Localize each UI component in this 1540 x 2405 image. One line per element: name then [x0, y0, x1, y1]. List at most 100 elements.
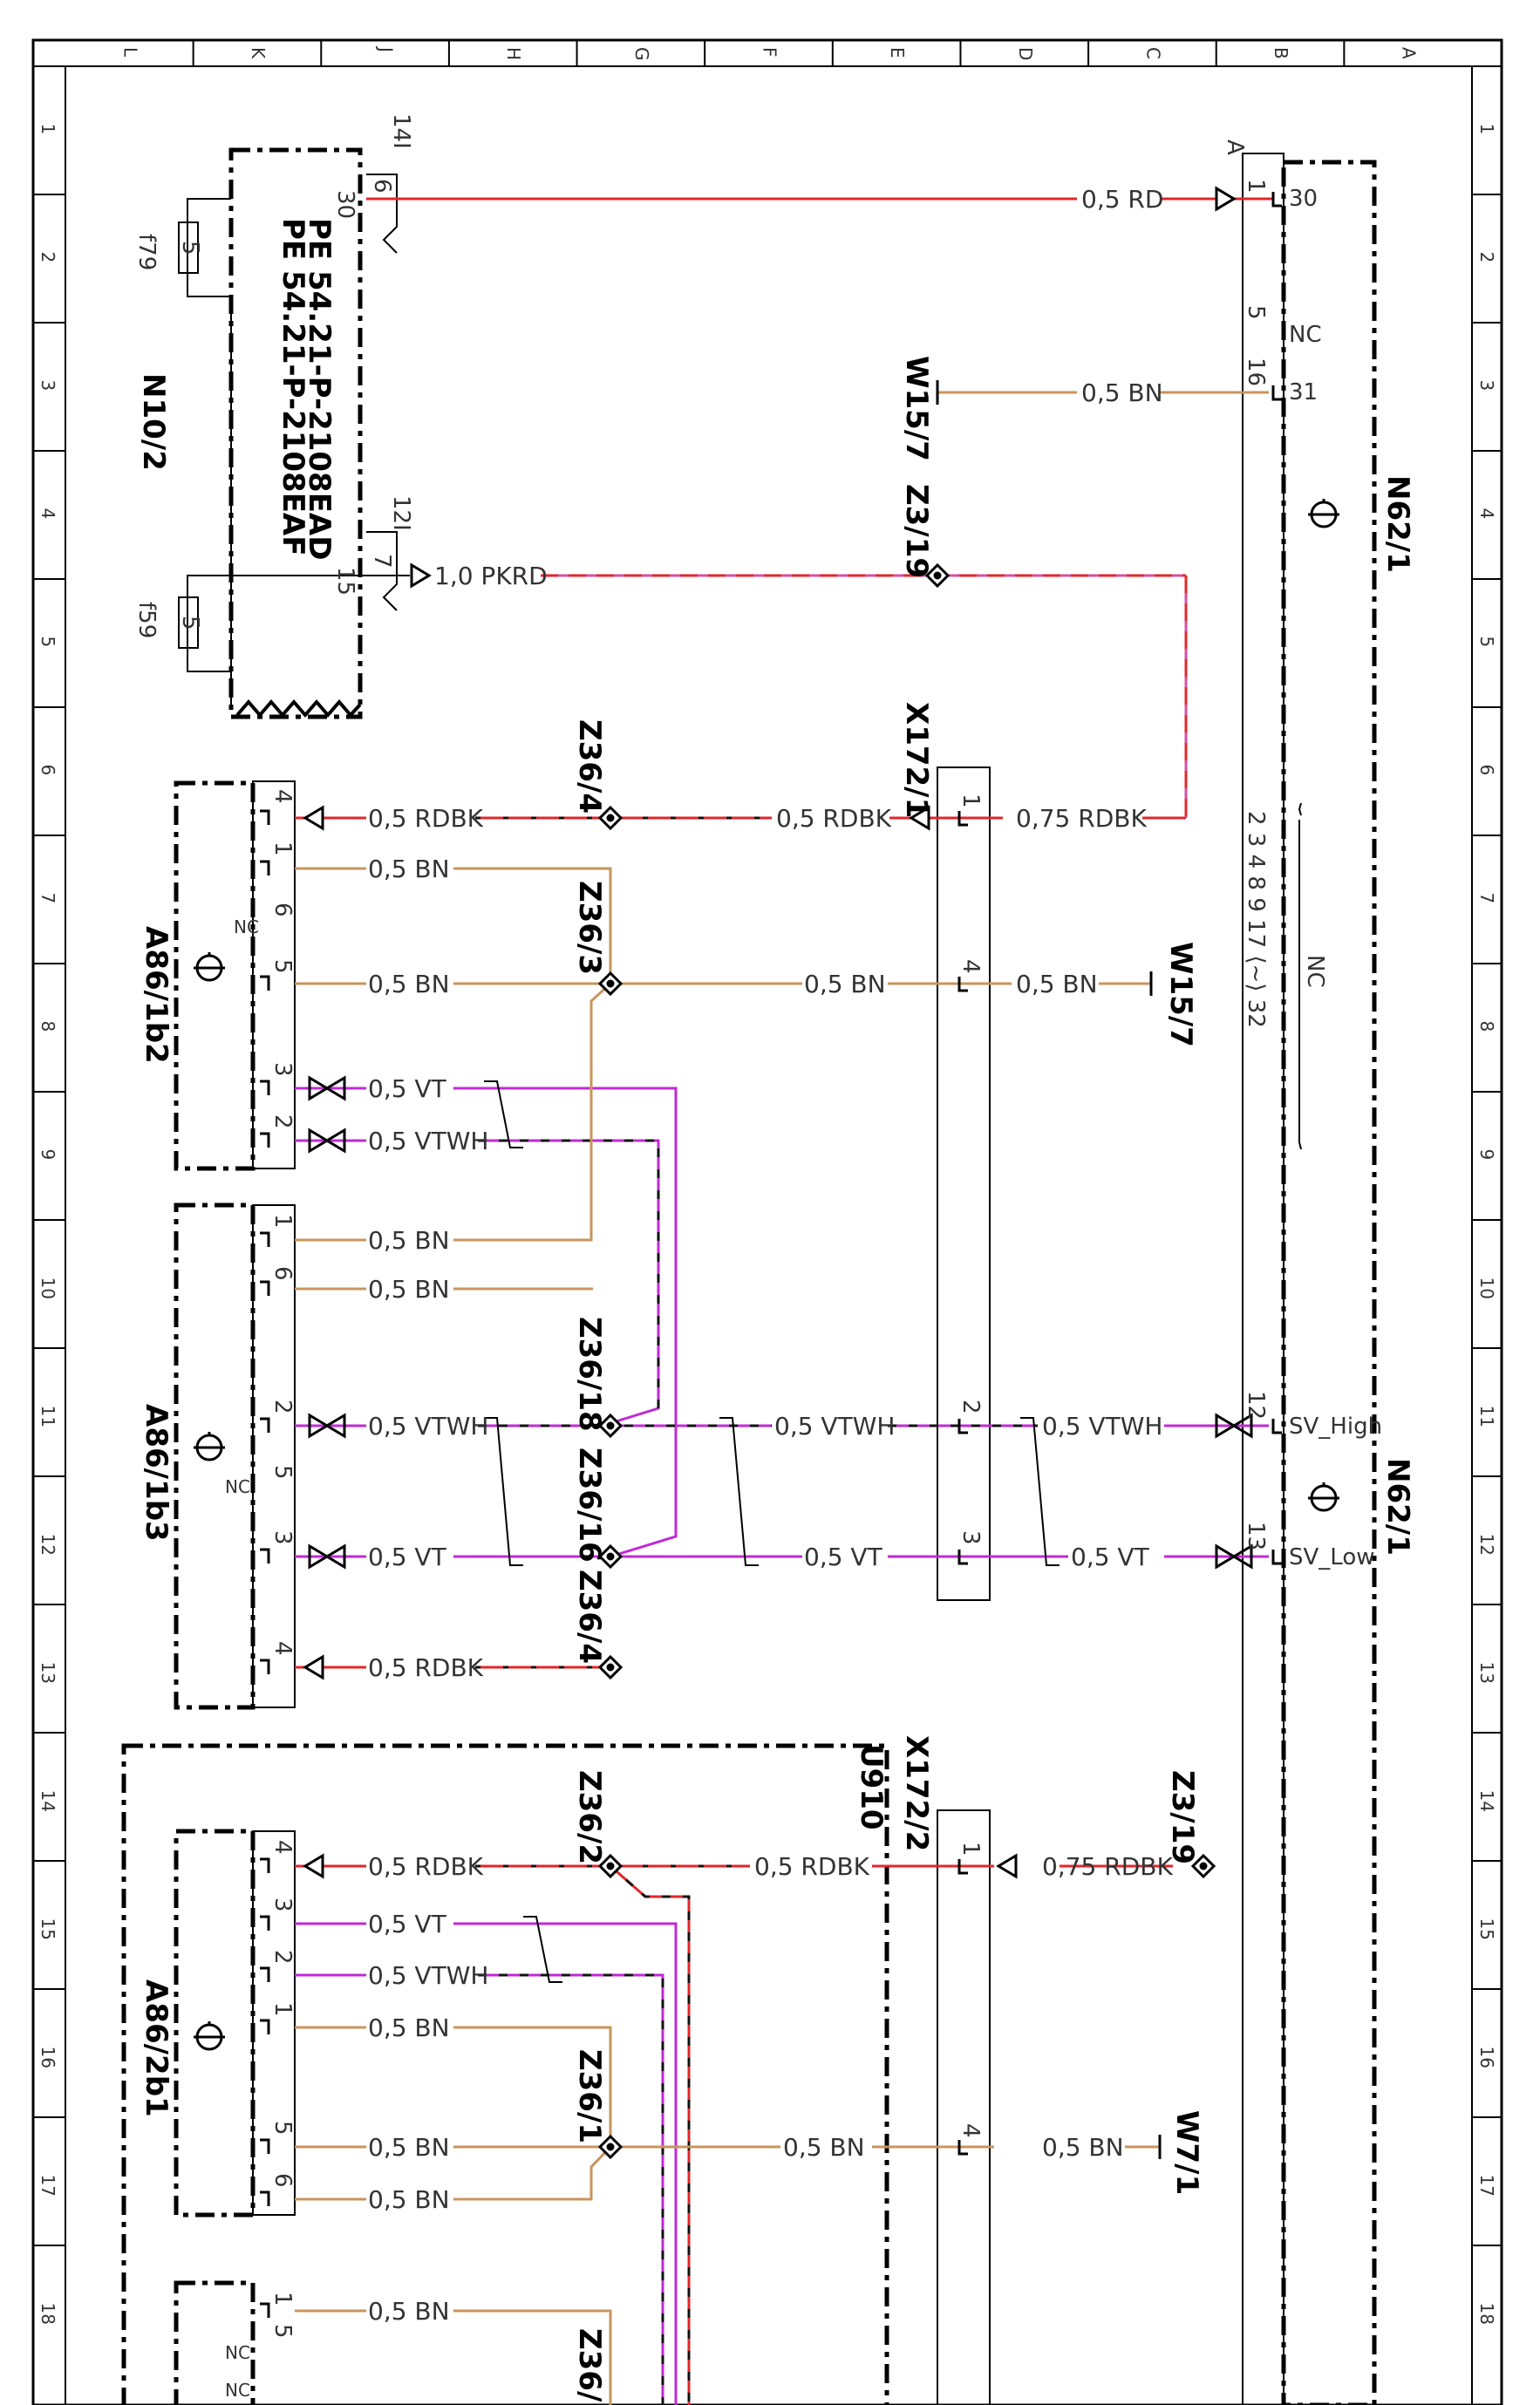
wire-label-vtwh-11a: 0,5 VTWH — [368, 1412, 488, 1441]
wire-label-bn-7: 0,5 BN — [368, 855, 450, 883]
conn-12I: 12I — [388, 495, 414, 531]
grid-number-2: 2 — [1476, 252, 1497, 263]
a86-bottom-nc2: NC — [225, 2380, 250, 2401]
n10-2-ref2: PE 54.21-P-2108EAF — [276, 218, 310, 555]
fuse-f59-value: 5 — [177, 616, 203, 630]
grid-number-18: 18 — [1476, 2303, 1497, 2325]
z36-3: Z36/3 — [572, 881, 607, 975]
n62-1-nc-bracket — [1298, 802, 1302, 1150]
grid-letter-g: G — [631, 47, 652, 61]
grid-number-5: 5 — [1476, 637, 1497, 648]
grid-number-4: 4 — [1476, 508, 1497, 520]
wire-label-vtwh-11b: 0,5 VTWH — [774, 1412, 895, 1441]
wire-label-rdbk-13: 0,5 RDBK — [368, 1653, 484, 1682]
grid-letter-f: F — [760, 47, 780, 58]
a86-bottom-nc1: NC — [225, 2342, 250, 2363]
arrow-heads — [303, 186, 1253, 1879]
a86-2b1-p4: 4 — [269, 1840, 296, 1855]
a86-2b1-p6: 6 — [269, 2173, 296, 2188]
a86-1b2-p3: 3 — [269, 1062, 296, 1077]
drawing-frame — [31, 38, 1503, 2405]
x172-2-strip — [937, 1809, 991, 2405]
wire-label-bn-10b: 0,5 BN — [368, 1275, 450, 1304]
grid-number-17: 17 — [1476, 2175, 1497, 2197]
n62-1-strip — [1242, 153, 1284, 2405]
x172-1-strip — [937, 766, 991, 1601]
n62-nc-group: NC — [1302, 955, 1328, 988]
grid-letter-c: C — [1142, 47, 1163, 59]
grid-number-13: 13 — [1476, 1662, 1497, 1684]
grid-number-14: 14 — [1476, 1790, 1497, 1812]
a86-1b3-p4: 4 — [269, 1641, 296, 1656]
a86-1b3-title: A86/1b3 — [139, 1404, 174, 1542]
text-labels: 0,5 RD 0,5 BN 1,0 PKRD 0,75 RDBK 0,5 RDB… — [225, 185, 1382, 2401]
wires — [295, 197, 1273, 2405]
grid-number-7: 7 — [37, 893, 58, 904]
z36-4-top: Z36/4 — [572, 719, 607, 814]
twisted-pair-marks — [484, 1080, 1060, 1983]
grid-number-11: 11 — [37, 1406, 58, 1427]
a86-2b1-strip — [252, 1830, 296, 2216]
wire-label-rdbk-15a: 0,5 RDBK — [368, 1852, 484, 1881]
wire-label-vtwh-9: 0,5 VTWH — [368, 1127, 488, 1155]
grid-letter-j: J — [376, 45, 397, 52]
a86-2b1-p3: 3 — [269, 1897, 296, 1912]
wire-label-rd: 0,5 RD — [1081, 185, 1163, 214]
n62-1-box — [1281, 160, 1377, 2405]
grid-letter-l: L — [119, 47, 140, 58]
a86-1b3-p2: 2 — [269, 1400, 296, 1414]
wire-label-bn-10a: 0,5 BN — [368, 1226, 450, 1255]
wire-label-vt-12c: 0,5 VT — [1071, 1543, 1150, 1571]
right-grid-ruler — [1472, 194, 1502, 2246]
grid-number-15: 15 — [37, 1918, 58, 1940]
wire-label-bn-17a: 0,5 BN — [368, 2133, 450, 2162]
x172-2-title: X172/2 — [899, 1735, 934, 1851]
wire-label-pkrd: 1,0 PKRD — [434, 562, 548, 590]
x172-1-p2: 2 — [957, 1400, 984, 1414]
wire-label-bn-18: 0,5 BN — [368, 2297, 450, 2326]
a86-1b3-p1: 1 — [269, 1214, 296, 1229]
vertical-labels: N62/1 N62/1 W15/7 Z3/19 X172/1 W15/7 Z36… — [133, 113, 1415, 2402]
grid-number-15: 15 — [1476, 1918, 1497, 1940]
a86-1b3-p5: 5 — [269, 1465, 296, 1480]
a86-bottom-p5: 5 — [269, 2324, 296, 2339]
a86-bottom-p1: 1 — [269, 2292, 296, 2306]
grid-number-14: 14 — [37, 1790, 58, 1812]
n62-1-title-2: N62/1 — [1380, 1458, 1415, 1556]
n62-sv-high: SV_High — [1289, 1414, 1382, 1440]
x172-2-p1: 1 — [957, 1842, 984, 1857]
grid-number-10: 10 — [1476, 1277, 1497, 1299]
wire-label-rdbk075-15: 0,75 RDBK — [1042, 1852, 1173, 1881]
wire-label-bn-16: 0,5 BN — [368, 2013, 450, 2042]
wire-label-bn-top: 0,5 BN — [1081, 378, 1163, 407]
a86-1b2-box — [174, 780, 256, 1171]
splice-diamonds — [597, 562, 1216, 2160]
grid-number-10: 10 — [37, 1277, 58, 1299]
n10-2-internal — [178, 174, 410, 706]
grid-number-18: 18 — [37, 2303, 58, 2325]
grid-number-6: 6 — [1476, 765, 1497, 776]
a86-1b3-p3: 3 — [269, 1530, 296, 1545]
n62-pin13: 13 — [1243, 1522, 1269, 1550]
n10-2-ref1: PE 54.21-P-2108EAD — [302, 218, 337, 560]
n10-pin15: 15 — [332, 567, 358, 596]
x172-1-title: X172/1 — [899, 702, 934, 818]
a86-1b3-p6: 6 — [269, 1266, 296, 1281]
grid-number-12: 12 — [1476, 1534, 1497, 1556]
w15-7-top: W15/7 — [899, 356, 934, 461]
a86-1b3-box — [174, 1202, 256, 1710]
grid-number-9: 9 — [37, 1149, 58, 1161]
grid-number-6: 6 — [37, 765, 58, 776]
grid-number-13: 13 — [37, 1662, 58, 1684]
a86-2b1-p5: 5 — [269, 2121, 296, 2136]
x172-1-p3: 3 — [957, 1530, 984, 1545]
a86-1b2-p5: 5 — [269, 959, 296, 974]
wire-label-bn-17c: 0,5 BN — [1042, 2133, 1124, 2162]
ground-terminals — [936, 380, 1162, 2159]
grid-letter-a: A — [1399, 47, 1420, 59]
n10-pin7: 7 — [369, 554, 395, 569]
a86-bottom-box — [174, 2280, 256, 2405]
n10-pin6: 6 — [369, 179, 395, 194]
grid-number-7: 7 — [1476, 893, 1497, 904]
